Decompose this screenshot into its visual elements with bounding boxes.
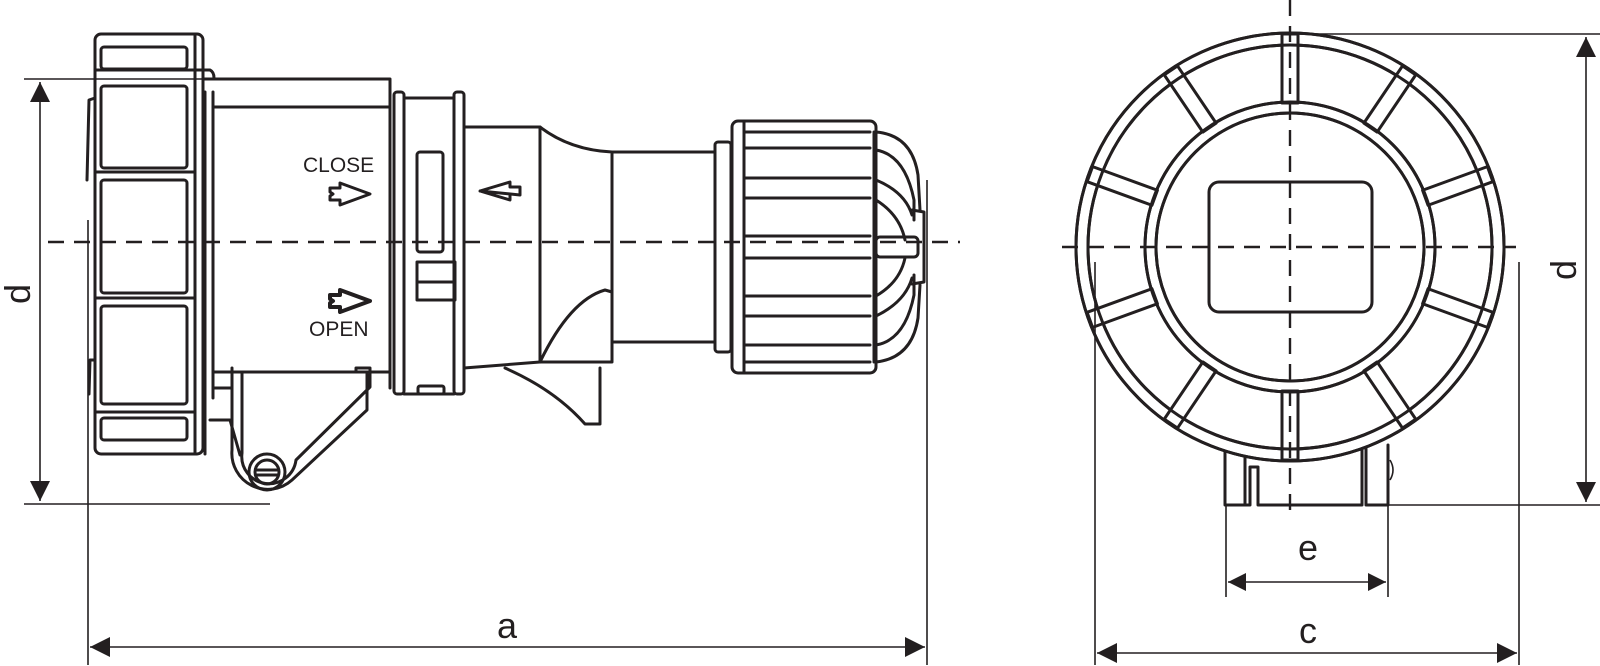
close-label: CLOSE [303, 154, 374, 177]
dimension-c: c [1094, 262, 1520, 665]
open-arrow-icon [328, 288, 372, 314]
insert-arrow-icon [478, 180, 522, 202]
dimension-a-label: a [497, 605, 518, 646]
dimension-e: e [1225, 505, 1389, 597]
dimension-c-label: c [1299, 610, 1317, 651]
dimension-a: a [87, 180, 928, 665]
front-view: d e c [1062, 0, 1600, 665]
main-body [201, 77, 466, 396]
side-view: CLOSE OPEN [0, 32, 960, 665]
dimension-d-front: d [1290, 33, 1600, 506]
close-arrow-icon [328, 181, 372, 207]
coupling-ring [85, 32, 216, 456]
cable-gland [730, 119, 926, 375]
dimension-d-side: d [0, 78, 270, 505]
cable-housing [462, 125, 733, 426]
lid-latch [208, 366, 372, 492]
dimension-e-label: e [1298, 527, 1318, 568]
open-label: OPEN [309, 318, 369, 341]
dimension-d-side-label: d [0, 284, 38, 304]
dimension-d-front-label: d [1543, 260, 1584, 280]
